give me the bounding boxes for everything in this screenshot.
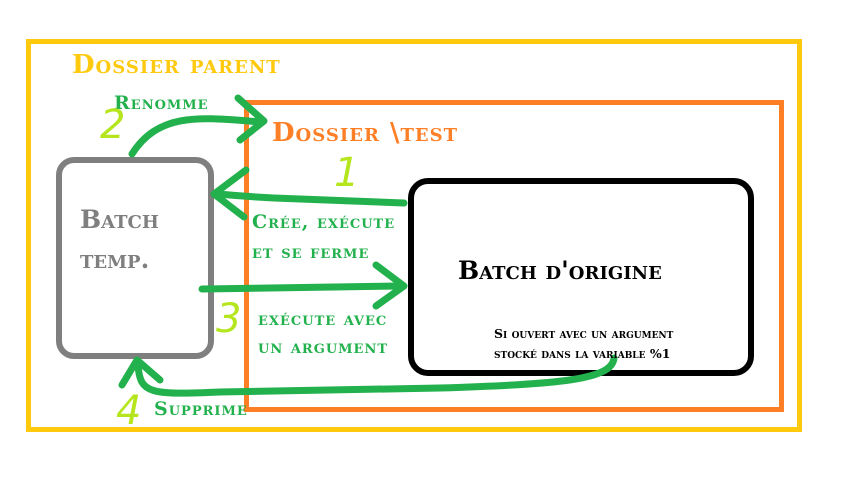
step-2-number: 2 (100, 102, 126, 148)
arrow-create (214, 190, 408, 207)
arrow-create-head (210, 166, 250, 221)
step-1-number: 1 (334, 150, 360, 196)
batch-temp-label: Batch temp. (80, 200, 159, 280)
step-3-line1: exécute avec (258, 308, 388, 330)
step-3-number: 3 (216, 296, 242, 342)
batch-temp-line2: temp. (80, 245, 150, 274)
arrow-execute-head (372, 261, 408, 310)
test-folder-box (244, 100, 784, 412)
arrow-delete (134, 354, 618, 397)
batch-origin-label: Batch d'origine (458, 256, 662, 285)
arrow-rename-head (234, 94, 268, 144)
batch-origin-note: Si ouvert avec un argument stocké dans l… (494, 324, 673, 364)
step-2-label: Renomme (114, 92, 209, 114)
batch-origin-note-line1: Si ouvert avec un argument (494, 326, 674, 341)
parent-folder-label: Dossier parent (72, 50, 281, 80)
arrow-rename (128, 115, 266, 158)
parent-folder-box (26, 39, 802, 432)
batch-temp-line1: Batch (80, 205, 159, 234)
step-1-line1: Crée, exécute (252, 211, 396, 233)
step-1-line2: et se ferme (252, 241, 370, 263)
arrow-execute (198, 282, 404, 293)
test-folder-label: Dossier \test (272, 118, 458, 148)
step-3-label: exécute avec un argument (258, 305, 388, 361)
step-3-line2: un argument (258, 336, 389, 358)
batch-temp-box (56, 157, 214, 359)
step-4-label: Supprime (154, 398, 248, 420)
step-4-number: 4 (116, 388, 142, 434)
arrow-delete-head (118, 356, 164, 389)
batch-origin-note-line2: stocké dans la variable %1 (494, 346, 671, 361)
step-1-label: Crée, exécute et se ferme (252, 207, 395, 267)
batch-origin-box (408, 178, 754, 376)
